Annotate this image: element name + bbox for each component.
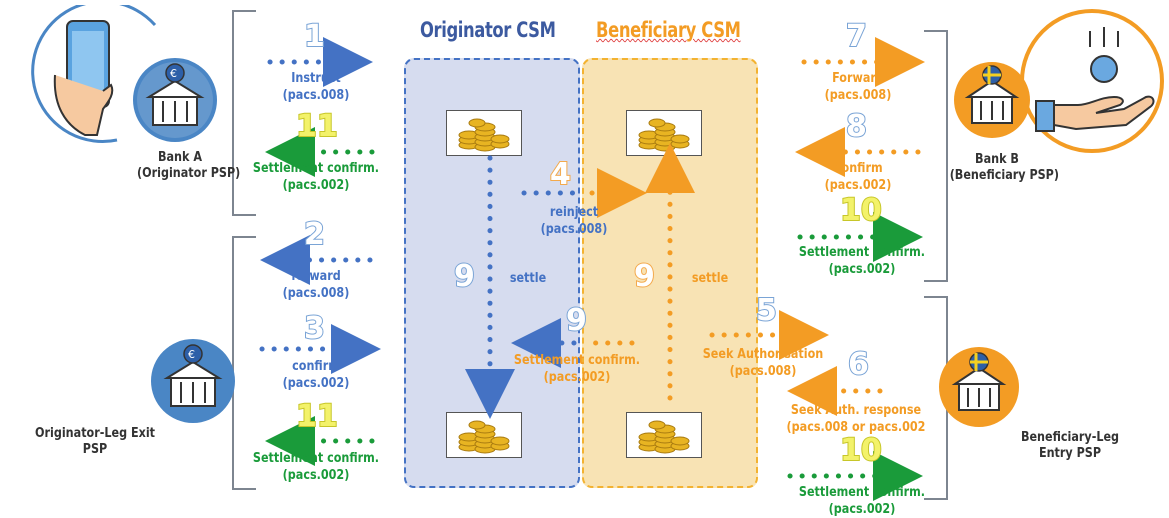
bank-krona-icon [954, 62, 1030, 138]
step-11b-msg: (pacs.002) [282, 468, 350, 483]
step-11a-label: Settlement confirm. (pacs.002) [247, 160, 385, 194]
step-8-number: 8 [845, 109, 868, 144]
svg-text:€: € [188, 348, 195, 361]
step-8-text: Confirm [833, 161, 883, 176]
ben-entry-line2: Entry PSP [1038, 446, 1102, 461]
step-10b-number: 10 [839, 433, 883, 468]
bank-b-name: Bank B (Beneficiary PSP) [949, 152, 1060, 184]
orig-exit-graphic: € [151, 339, 235, 423]
step-9c-text: Settlement confirm. [513, 353, 641, 368]
bank-a-name: Bank A (Originator PSP) [137, 150, 241, 182]
bank-a-line1: Bank A [157, 150, 202, 165]
step-7-label: Forward (pacs.008) [806, 70, 909, 104]
step-10a-number: 10 [839, 193, 883, 228]
bank-b-line2: (Beneficiary PSP) [949, 168, 1060, 183]
orig-exit-bracket [232, 236, 256, 490]
step-2-label: forward (pacs.008) [264, 268, 367, 302]
beneficiary-csm-title: Beneficiary CSM [596, 18, 741, 42]
smartphone-in-hand-icon [31, 5, 157, 143]
ben-entry-name: Beneficiary-Leg Entry PSP [1018, 430, 1121, 462]
step-5-label: Seek Authorisation (pacs.008) [699, 346, 828, 380]
step-10b-label: Settlement confirm. (pacs.002) [793, 484, 931, 518]
step-7-number: 7 [845, 19, 868, 54]
step-3-text: confirm [292, 359, 340, 374]
orig-exit-name: Originator-Leg Exit PSP [31, 426, 160, 458]
step-6-msg: (pacs.008 or pacs.002 [786, 420, 926, 435]
step-9b-label: settle [691, 271, 729, 286]
bank-b-bracket [924, 30, 948, 282]
bank-a-graphic: € [31, 5, 217, 143]
step-8-msg: (pacs.002) [824, 178, 892, 193]
step-1-number: 1 [303, 19, 326, 54]
step-9a-number: 9 [453, 259, 476, 294]
step-11a-msg: (pacs.002) [282, 178, 350, 193]
step-3-msg: (pacs.002) [282, 376, 350, 391]
bank-a-line2: (Originator PSP) [137, 166, 241, 181]
step-4-text: reinject [549, 205, 599, 220]
step-10b-msg: (pacs.002) [828, 502, 896, 517]
step-2-msg: (pacs.008) [282, 286, 350, 301]
gold-coins-icon [638, 118, 690, 152]
step-11b-label: Settlement confirm. (pacs.002) [247, 450, 385, 484]
bank-b-graphic [954, 9, 1164, 153]
step-9c-label: Settlement confirm. (pacs.002) [511, 352, 643, 386]
step-7-text: Forward [832, 71, 884, 86]
step-11b-number: 11 [295, 399, 339, 434]
originator-csm-title: Originator CSM [420, 18, 556, 42]
ben-csm-bottom-coins [626, 412, 702, 458]
step-10a-text: Settlement confirm. [798, 245, 926, 260]
svg-text:€: € [170, 67, 177, 80]
step-4-msg: (pacs.008) [540, 222, 608, 237]
step-3-number: 3 [303, 311, 326, 346]
step-1-text: Instruct [291, 71, 341, 86]
step-9a-label: settle [509, 271, 547, 286]
step-9c-msg: (pacs.002) [543, 370, 611, 385]
step-5-msg: (pacs.008) [729, 364, 797, 379]
orig-exit-line1: Originator-Leg Exit [35, 426, 155, 441]
step-1-label: Instruct (pacs.008) [264, 70, 367, 104]
orig-csm-top-coins [446, 110, 522, 156]
step-6-text: Seek Auth. response [790, 403, 922, 418]
step-2-text: forward [291, 269, 341, 284]
step-4-label: reinject (pacs.008) [522, 204, 625, 238]
orig-exit-line2: PSP [82, 442, 108, 457]
step-11b-text: Settlement confirm. [252, 451, 380, 466]
orig-csm-bottom-coins [446, 412, 522, 458]
gold-coins-icon [638, 420, 690, 454]
step-5-text: Seek Authorisation [702, 347, 824, 362]
step-8-label: Confirm (pacs.002) [806, 160, 909, 194]
step-6-number: 6 [847, 347, 870, 382]
step-7-msg: (pacs.008) [824, 88, 892, 103]
hand-receiving-coin-icon [1020, 9, 1164, 153]
step-9b-number: 9 [633, 259, 656, 294]
ben-entry-graphic [939, 347, 1019, 427]
step-3-label: confirm (pacs.002) [264, 358, 367, 392]
step-10a-msg: (pacs.002) [828, 262, 896, 277]
step-10a-label: Settlement confirm. (pacs.002) [793, 244, 931, 278]
step-9c-number: 9 [565, 303, 588, 338]
step-4-number: 4 [549, 157, 572, 192]
bank-euro-icon: € [151, 339, 235, 423]
step-2-number: 2 [303, 217, 326, 252]
step-11a-text: Settlement confirm. [252, 161, 380, 176]
gold-coins-icon [458, 118, 510, 152]
bank-euro-icon: € [133, 58, 217, 142]
step-11a-number: 11 [295, 109, 339, 144]
step-1-msg: (pacs.008) [282, 88, 350, 103]
step-6-label: Seek Auth. response (pacs.008 or pacs.00… [779, 402, 934, 436]
step-10b-text: Settlement confirm. [798, 485, 926, 500]
bank-krona-icon [939, 347, 1019, 427]
bank-a-bracket [232, 10, 256, 216]
step-5-number: 5 [755, 293, 778, 328]
gold-coins-icon [458, 420, 510, 454]
ben-entry-line1: Beneficiary-Leg [1020, 430, 1120, 445]
bank-b-line1: Bank B [975, 152, 1019, 167]
